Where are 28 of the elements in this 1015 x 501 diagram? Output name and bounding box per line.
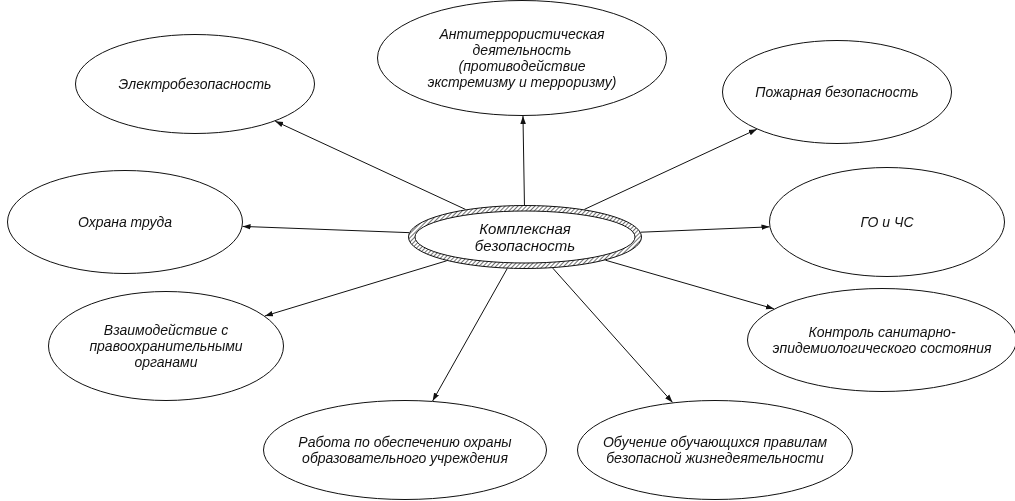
arrow [605,259,775,310]
arrow [520,115,526,206]
ellipse-node [377,0,667,116]
ellipse-node [577,400,853,500]
arrow [264,260,448,317]
node-label: Электробезопасность [118,75,272,93]
ellipse-node [75,34,315,134]
central-ellipse [408,205,642,269]
node-label: Охрана труда [78,213,172,231]
ellipse-node [263,400,547,500]
arrow [432,268,508,402]
arrow [640,224,770,233]
arrow [242,223,410,234]
node-label: Взаимодействие с правоохранительными органами [88,321,244,371]
node-label: Контроль санитарно-эпидемиологического состояния [771,323,993,357]
arrow [552,267,674,403]
node-label: Пожарная безопасность [755,83,919,101]
node-label: Обучение обучающихся правилам безопасной жизнедеятельности [601,433,829,467]
arrow [583,128,758,210]
node-label: Работа по обеспечению охраны образовательного учреждения [297,433,513,467]
node-label: ГО и ЧС [860,213,914,231]
node-label: Антитеррористическая деятельность (противодействие экстремизму и терроризму) [426,25,618,91]
ellipse-node [769,167,1005,277]
ellipse-node [722,40,952,144]
ellipse-node [7,170,243,274]
node-label: Комплексная безопасность [473,219,577,255]
ellipse-node [48,291,284,401]
arrow [274,120,467,210]
